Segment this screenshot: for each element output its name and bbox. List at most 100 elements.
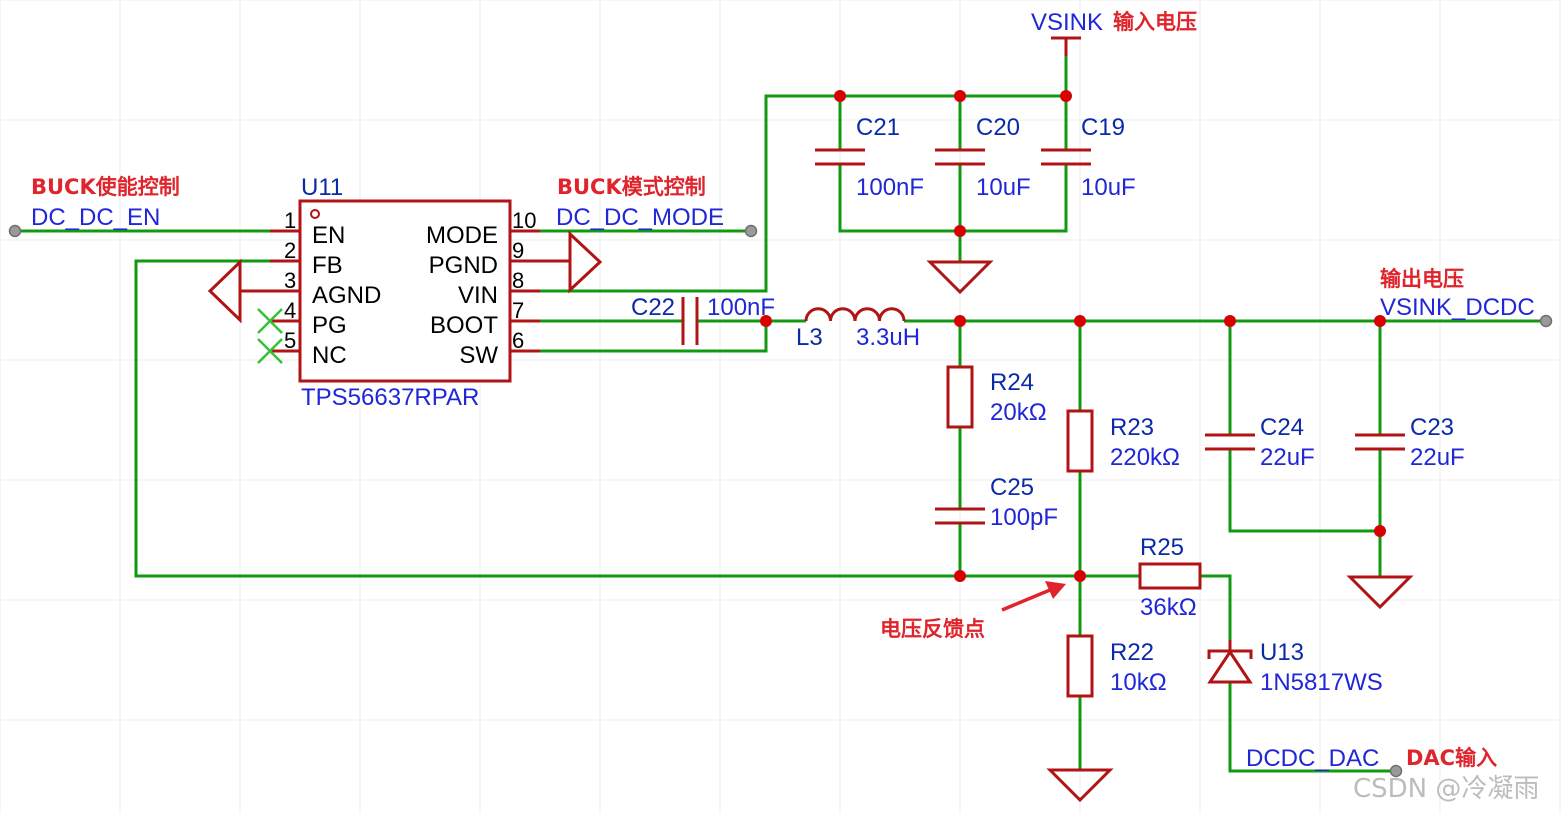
output-ground-icon	[1346, 575, 1414, 610]
net-label-vout: VSINK_DCDC	[1380, 294, 1535, 321]
junctions	[760, 90, 1386, 582]
resistor-r25[interactable]: R25 36kΩ	[1138, 534, 1202, 621]
inductor-l3[interactable]: L3 3.3uH	[796, 307, 920, 351]
cap-c20[interactable]: C20 10uF	[935, 114, 1031, 201]
c21-plates	[815, 148, 865, 166]
c24-ref: C24	[1260, 414, 1304, 441]
c22-plates	[681, 297, 699, 345]
wire-r25-diode	[1200, 574, 1232, 640]
no-connect-nc-icon	[257, 338, 283, 364]
port-dac-icon[interactable]	[1389, 764, 1403, 778]
l3-value: 3.3uH	[856, 324, 920, 351]
cap-c23[interactable]: C23 22uF	[1355, 414, 1465, 471]
pin-10-name: MODE	[426, 222, 498, 249]
cap-c25[interactable]: C25 100pF	[935, 474, 1058, 531]
r22-ref: R22	[1110, 639, 1154, 666]
l3-coil	[804, 307, 906, 322]
junction	[954, 225, 966, 237]
c20-value: 10uF	[976, 174, 1031, 201]
c22-ref: C22	[631, 294, 675, 321]
pin-7-num: 7	[512, 298, 524, 323]
r24-body	[946, 365, 974, 429]
junction	[1060, 90, 1072, 102]
pin-7-name: BOOT	[430, 312, 498, 339]
note-mode: BUCK模式控制	[557, 175, 706, 199]
watermark: CSDN @冷凝雨	[1353, 774, 1539, 804]
pin-2-num: 2	[284, 238, 296, 263]
pin-9-num: 9	[512, 238, 524, 263]
note-vin: 输入电压	[1113, 10, 1197, 34]
port-vout-icon[interactable]	[1539, 314, 1553, 328]
r24-value: 20kΩ	[990, 399, 1047, 426]
no-connect-pg-icon	[257, 308, 283, 334]
c20-ref: C20	[976, 114, 1020, 141]
junction	[1374, 525, 1386, 537]
junction	[1074, 570, 1086, 582]
wire-sw	[540, 321, 768, 353]
pin-9-name: PGND	[429, 252, 498, 279]
r22-body	[1066, 634, 1094, 698]
r23-ref: R23	[1110, 414, 1154, 441]
pin-8-num: 8	[512, 268, 524, 293]
junction	[760, 315, 772, 327]
c25-plates	[935, 507, 985, 525]
no-connect-markers	[257, 308, 283, 364]
resistor-r22[interactable]: R22 10kΩ	[1066, 634, 1167, 698]
pin-2-name: FB	[312, 252, 343, 279]
port-en-icon[interactable]	[8, 224, 22, 238]
vsink-power-bar-icon	[1051, 36, 1081, 56]
pin-4-name: PG	[312, 312, 347, 339]
diode-u13[interactable]: U13 1N5817WS	[1207, 639, 1383, 696]
junction	[954, 315, 966, 327]
r25-body	[1138, 562, 1202, 590]
cap-c21[interactable]: C21 100nF	[815, 114, 924, 201]
wire-input-caps-bottom	[838, 164, 1068, 233]
u13-ref: U13	[1260, 639, 1304, 666]
resistor-r24[interactable]: R24 20kΩ	[946, 365, 1047, 429]
r25-value: 36kΩ	[1140, 594, 1197, 621]
resistor-r23[interactable]: R23 220kΩ	[1066, 409, 1180, 473]
pin-1-num: 1	[284, 208, 296, 233]
ic-ref: U11	[301, 174, 343, 201]
note-dac: DAC输入	[1406, 746, 1497, 770]
note-feedback: 电压反馈点	[880, 617, 985, 641]
cap-c22[interactable]: C22 100nF	[631, 294, 775, 345]
pin1-marker	[310, 209, 320, 219]
r25-ref: R25	[1140, 534, 1184, 561]
r23-body	[1066, 409, 1094, 473]
pin-3-name: AGND	[312, 282, 381, 309]
wires	[15, 40, 1546, 773]
r24-ref: R24	[990, 369, 1034, 396]
junction	[954, 570, 966, 582]
junction	[954, 90, 966, 102]
cap-c24[interactable]: C24 22uF	[1205, 414, 1315, 471]
u13-triangle	[1207, 649, 1253, 684]
ic-u11[interactable]: U11 TPS56637RPAR 1 EN 2 FB 3 AGND 4 PG 5…	[270, 174, 540, 411]
cap-c19[interactable]: C19 10uF	[1041, 114, 1136, 201]
pgnd-ground-icon	[540, 230, 603, 294]
c20-plates	[935, 148, 985, 166]
c24-value: 22uF	[1260, 444, 1315, 471]
feedback-ground-icon	[1046, 768, 1114, 803]
note-vout: 输出电压	[1380, 267, 1464, 291]
pin-8-name: VIN	[458, 282, 498, 309]
net-label-mode: DC_DC_MODE	[556, 204, 724, 231]
ic-right-pins	[510, 229, 540, 353]
wire-output-caps-bottom	[1228, 449, 1382, 533]
pin-1-name: EN	[312, 222, 345, 249]
c19-value: 10uF	[1081, 174, 1136, 201]
pin-6-name: SW	[459, 342, 498, 369]
note-en: BUCK使能控制	[31, 175, 180, 199]
c25-value: 100pF	[990, 504, 1058, 531]
l3-ref: L3	[796, 324, 823, 351]
junction	[1074, 315, 1086, 327]
ic-left-pins	[270, 229, 300, 353]
ic-part: TPS56637RPAR	[301, 384, 479, 411]
wire-vin	[540, 94, 1066, 293]
port-mode-icon[interactable]	[744, 224, 758, 238]
c19-plates	[1041, 148, 1091, 166]
junction	[1374, 315, 1386, 327]
junction	[1224, 315, 1236, 327]
